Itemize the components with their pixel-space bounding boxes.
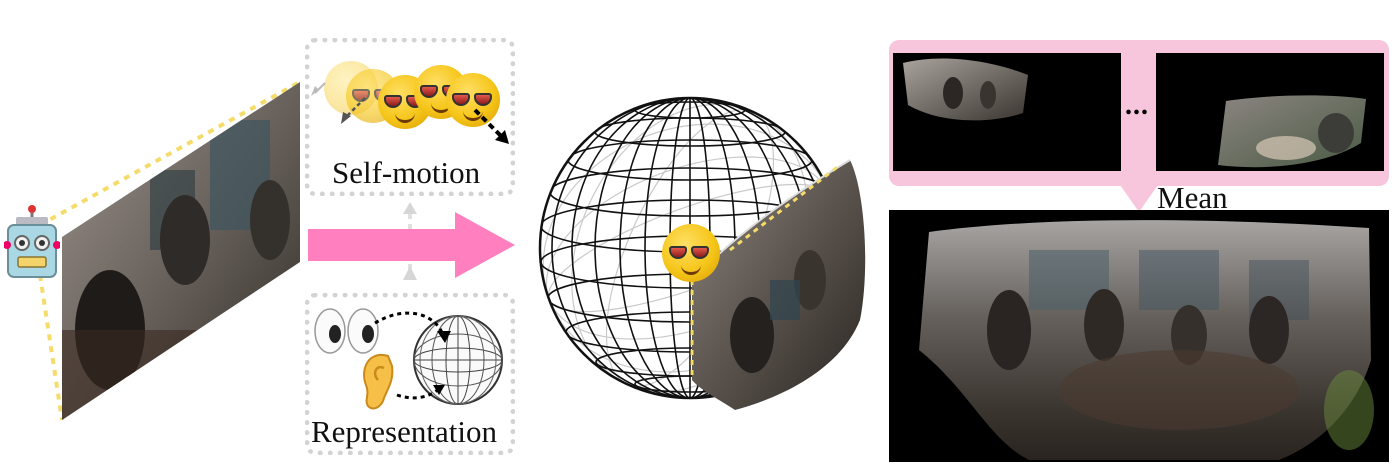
wireframe-sphere-icon — [413, 315, 503, 405]
mean-label: Mean — [1157, 180, 1228, 215]
mean-down-arrow — [1118, 182, 1160, 212]
panorama-sphere — [538, 96, 866, 410]
mean-panorama-image — [919, 220, 1374, 460]
egocentric-frame — [62, 82, 300, 420]
frame-warp-last — [1218, 95, 1366, 168]
representation-box — [305, 293, 515, 455]
self-motion-label: Self-motion — [332, 155, 481, 190]
eyes-icon — [313, 306, 383, 356]
pink-flow-arrow — [308, 212, 515, 278]
representation-arrows — [374, 311, 451, 400]
self-motion-box — [305, 38, 515, 196]
ellipsis-label: ... — [1125, 90, 1149, 121]
agent-view-frustum — [38, 80, 301, 421]
sunglasses-face-icon — [662, 224, 720, 282]
representation-label: Representation — [311, 414, 497, 449]
self-motion-faces — [318, 55, 508, 145]
frame-warp-first — [903, 58, 1028, 121]
sunglasses-face-icon — [446, 73, 500, 127]
motion-arrows — [311, 82, 509, 144]
robot-face-icon — [3, 205, 61, 279]
pink-vertical-connector — [1126, 40, 1152, 186]
ear-icon — [358, 350, 398, 412]
